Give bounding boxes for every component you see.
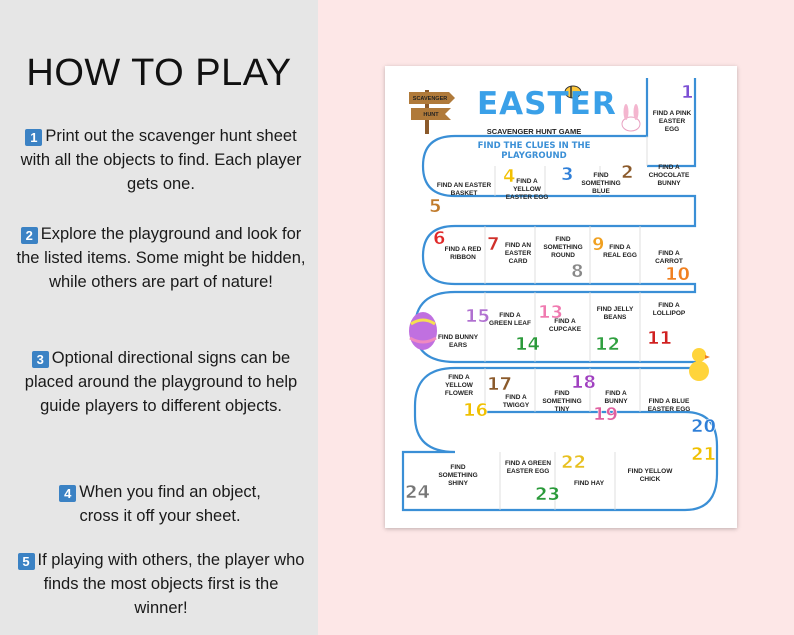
bee-icon <box>564 85 582 99</box>
cell-19-number: 19 <box>593 404 619 426</box>
cell-13-number: 13 <box>538 302 564 324</box>
cell-17-label: FIND A TWIGGY <box>502 394 530 409</box>
step-text: Print out the scavenger hunt sheet with … <box>20 127 302 193</box>
sheet-subtitle: SCAVENGER HUNT GAME <box>486 127 582 136</box>
sign-text-top: SCAVENGER <box>412 96 448 102</box>
cell-11-label: FIND A LOLLIPOP <box>652 302 686 317</box>
step-number-badge: 3 <box>31 351 49 368</box>
cell-21-number: 21 <box>691 444 717 466</box>
cell-7-number: 7 <box>487 234 500 256</box>
step-number-badge: 2 <box>20 227 38 244</box>
cell-16-label: FIND A YELLOW FLOWER <box>444 374 474 397</box>
cell-6-label: FIND A RED RIBBON <box>444 246 482 261</box>
cell-3-number: 3 <box>561 164 574 186</box>
cell-8-label: FIND SOMETHING ROUND <box>543 236 583 259</box>
cell-4-label: FIND A YELLOW EASTER EGG <box>505 178 549 201</box>
cell-17-number: 17 <box>487 374 513 396</box>
sheet-title: EASTER <box>477 86 617 122</box>
cell-5-label: FIND AN EASTER BASKET <box>436 182 492 197</box>
cell-18-number: 18 <box>571 372 597 394</box>
step-text: If playing with others, the player who f… <box>37 551 305 617</box>
cell-12-label: FIND JELLY BEANS <box>596 306 634 321</box>
cell-6-number: 6 <box>433 228 446 250</box>
cell-dividers <box>484 136 648 510</box>
cell-4-number: 4 <box>503 166 516 188</box>
cell-3-label: FIND SOMETHING BLUE <box>581 172 621 195</box>
cell-5-number: 5 <box>429 196 442 218</box>
cell-20-number: 20 <box>691 416 717 438</box>
cell-23-label: FIND A GREEN EASTER EGG <box>504 460 552 475</box>
cell-1-label: FIND A PINK EASTER EGG <box>652 110 692 133</box>
step-text: Optional directional signs can be placed… <box>24 349 298 415</box>
cell-14-number: 14 <box>515 334 541 356</box>
cell-21-label: FIND YELLOW CHICK <box>627 468 673 483</box>
cell-13-label: FIND A CUPCAKE <box>548 318 582 333</box>
step-number-badge: 5 <box>17 553 35 570</box>
cell-16-number: 16 <box>463 400 489 422</box>
scavenger-hunt-sheet: EASTER SCAVENGER HUNT GAME FIND THE CLUE… <box>385 66 737 528</box>
cell-10-label: FIND A CARROT <box>655 250 683 265</box>
step-text: Explore the playground and look for the … <box>16 225 306 291</box>
signpost-icon <box>409 90 455 134</box>
cell-2-label: FIND A CHOCOLATE BUNNY <box>648 164 690 187</box>
cell-20-label: FIND A BLUE EASTER EGG <box>647 398 691 413</box>
cell-22-number: 22 <box>561 452 587 474</box>
sheet-tagline: FIND THE CLUES IN THE PLAYGROUND <box>477 141 591 161</box>
cell-24-number: 24 <box>405 482 431 504</box>
cell-23-number: 23 <box>535 484 561 506</box>
cell-19-label: FIND A BUNNY <box>604 390 628 405</box>
cell-9-label: FIND A REAL EGG <box>603 244 637 259</box>
bunny-icon <box>621 104 641 132</box>
cell-15-number: 15 <box>465 306 491 328</box>
cell-8-number: 8 <box>571 261 584 283</box>
cell-24-label: FIND SOMETHING SHINY <box>438 464 478 487</box>
step-number-badge: 1 <box>25 129 43 146</box>
cell-9-number: 9 <box>592 234 605 256</box>
cell-10-number: 10 <box>665 264 691 286</box>
how-to-play-title: HOW TO PLAY <box>26 52 292 94</box>
cell-7-label: FIND AN EASTER CARD <box>504 242 532 265</box>
cell-22-label: FIND HAY <box>573 480 605 487</box>
chick-icon <box>689 348 710 381</box>
cell-11-number: 11 <box>647 328 673 350</box>
cell-18-label: FIND SOMETHING TINY <box>542 390 582 413</box>
cell-14-label: FIND A GREEN LEAF <box>489 312 531 327</box>
cell-1-number: 1 <box>681 82 694 104</box>
easter-egg-icon <box>409 312 437 350</box>
game-path-board <box>401 78 719 512</box>
cell-12-number: 12 <box>595 334 621 356</box>
cell-15-label: FIND BUNNY EARS <box>437 334 479 349</box>
step-number-badge: 4 <box>59 485 77 502</box>
sign-text-bottom: HUNT <box>423 112 439 118</box>
cell-2-number: 2 <box>621 162 634 184</box>
step-text: When you find an object, cross it off yo… <box>79 483 261 525</box>
